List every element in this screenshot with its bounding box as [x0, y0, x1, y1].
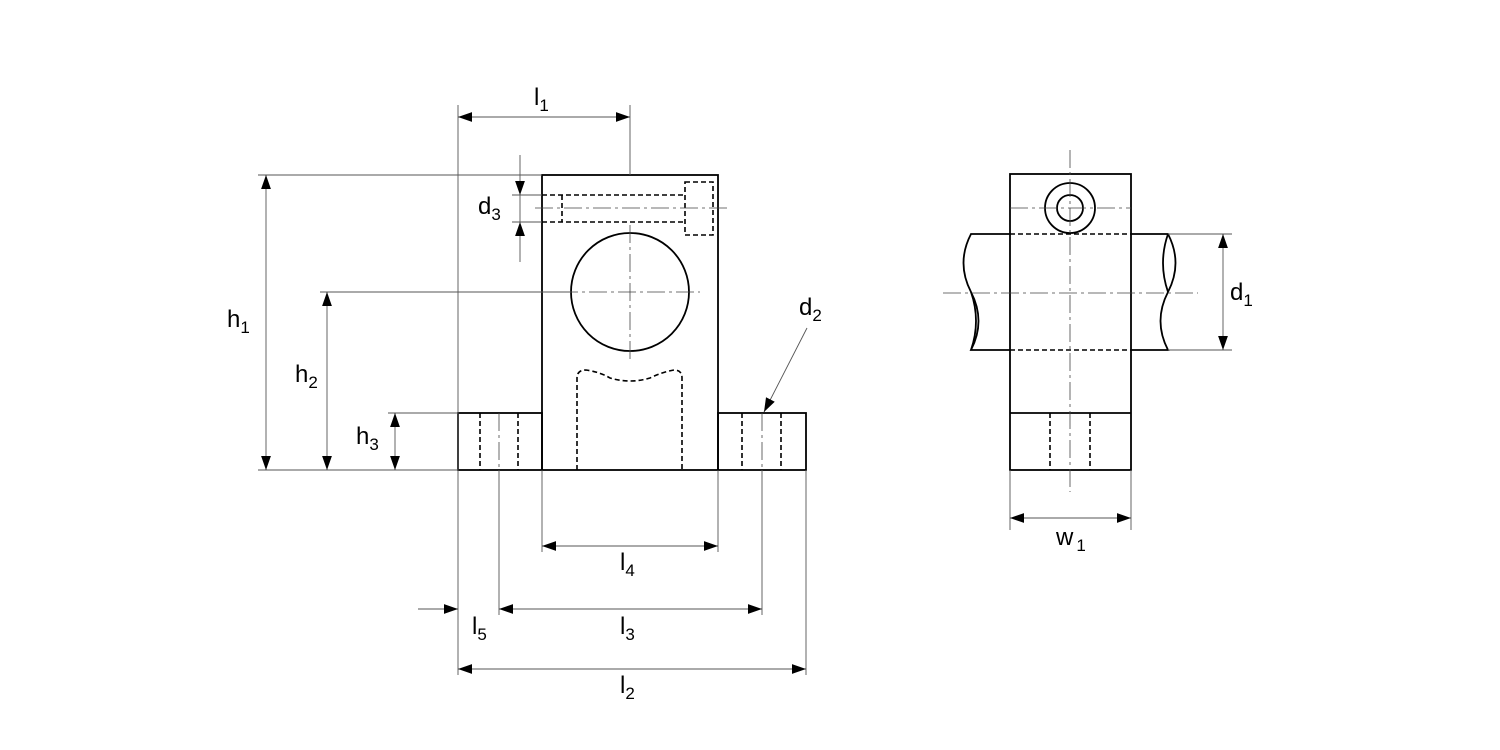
- side-view: [943, 150, 1232, 530]
- clamp-screw-hidden: [542, 194, 685, 223]
- front-view: [457, 174, 807, 471]
- dimensions: [261, 112, 808, 674]
- label-l3: l3: [620, 613, 635, 644]
- left-flange: [457, 412, 543, 471]
- label-h1: h1: [227, 306, 250, 337]
- clamp-screw-head-hidden: [684, 181, 714, 236]
- label-h3: h3: [356, 423, 379, 454]
- label-l4: l4: [620, 549, 635, 580]
- dim-d2-leader: [763, 327, 808, 413]
- shaft-right: [1131, 233, 1177, 351]
- label-h2: h2: [295, 361, 318, 392]
- label-d3: d3: [478, 193, 501, 224]
- extension-lines: [258, 105, 807, 675]
- shaft-right-break: [1162, 233, 1169, 293]
- label-l5: l5: [472, 613, 487, 644]
- shaft-left-break: [970, 291, 977, 351]
- side-body-outline: [1009, 173, 1132, 471]
- label-d2: d2: [799, 294, 822, 325]
- label-d1: d1: [1230, 279, 1253, 310]
- label-l2: l2: [620, 672, 635, 703]
- label-l1: l1: [534, 84, 549, 115]
- shaft-left: [962, 233, 1010, 351]
- slot-hidden: [576, 369, 683, 470]
